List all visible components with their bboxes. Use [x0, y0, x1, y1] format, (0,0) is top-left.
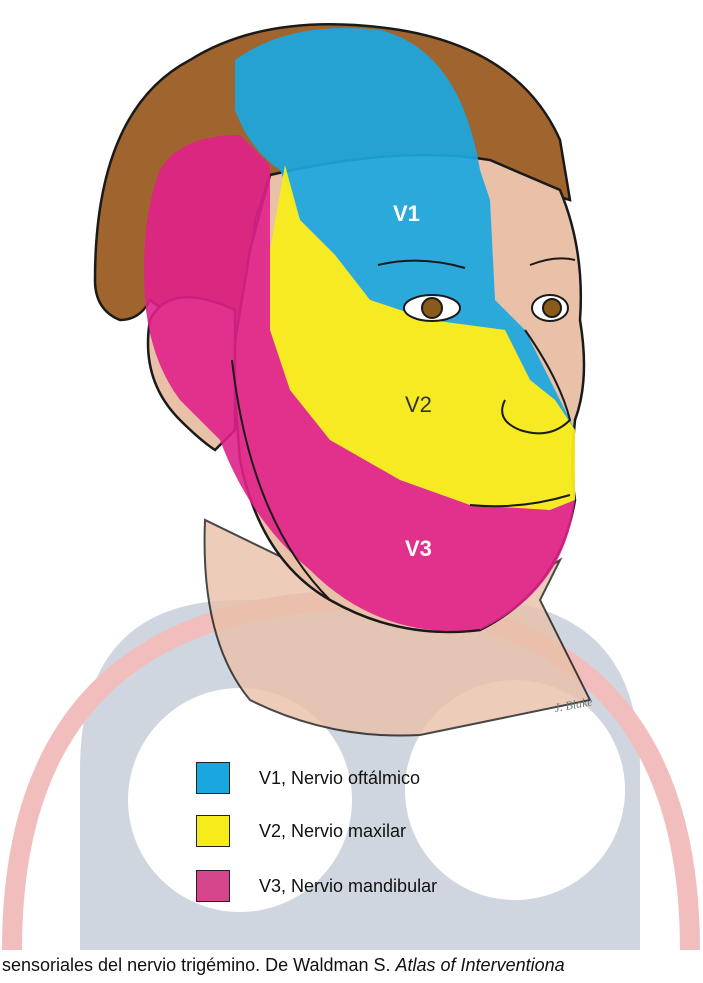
caption-text: s sensoriales del nervio trigémino. De W…	[0, 955, 396, 975]
legend-label-v2: V2, Nervio maxilar	[259, 821, 406, 842]
zone-label-v3: V3	[405, 536, 432, 561]
legend-item-v3: V3, Nervio mandibular	[196, 870, 437, 902]
legend-swatch-v3	[196, 870, 230, 902]
caption-italic: Atlas of Interventiona	[396, 955, 565, 975]
legend-label-v3: V3, Nervio mandibular	[259, 876, 437, 897]
figure-caption: s sensoriales del nervio trigémino. De W…	[0, 955, 703, 976]
legend-swatch-v1	[196, 762, 230, 794]
legend-swatch-v2	[196, 815, 230, 847]
legend-item-v1: V1, Nervio oftálmico	[196, 762, 420, 794]
legend-item-v2: V2, Nervio maxilar	[196, 815, 406, 847]
legend-label-v1: V1, Nervio oftálmico	[259, 768, 420, 789]
zone-label-v1: V1	[393, 201, 420, 226]
left-iris	[422, 298, 442, 318]
zone-label-v2: V2	[405, 392, 432, 417]
right-iris	[543, 299, 561, 317]
